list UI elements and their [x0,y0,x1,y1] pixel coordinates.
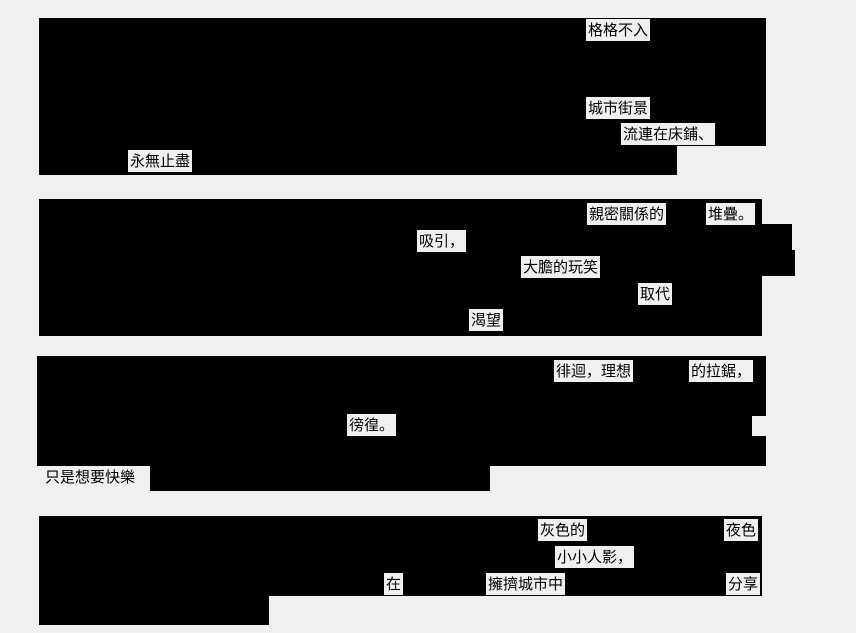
gap [752,416,770,436]
text-fragment: 徘迴，理想 [554,360,634,382]
text-fragment: 堆疊。 [706,203,756,225]
text-fragment: 吸引， [417,230,467,252]
text-fragment: 小小人影， [555,546,635,568]
text-fragment: 永無止盡 [128,150,193,172]
redaction-block [762,224,792,252]
text-fragment: 大膽的玩笑 [521,256,601,278]
redaction-block [39,594,269,625]
text-fragment: 灰色的 [538,519,588,541]
text-fragment: 在 [384,573,404,595]
redaction-block [762,250,795,276]
redaction-block [37,356,766,466]
text-fragment: 渴望 [469,309,504,331]
text-fragment: 取代 [638,283,673,305]
text-fragment: 徬徨。 [347,414,397,436]
text-fragment: 格格不入 [586,19,651,41]
text-fragment: 夜色 [724,519,759,541]
text-fragment: 擁擠城市中 [486,573,566,595]
text-fragment: 只是想要快樂 [43,466,138,488]
text-fragment: 親密關係的 [587,203,667,225]
redaction-block [150,463,490,491]
text-fragment: 分享 [726,573,761,595]
text-fragment: 流連在床鋪、 [621,123,716,145]
text-fragment: 城市街景 [586,97,651,119]
text-fragment: 的拉鋸， [689,360,754,382]
